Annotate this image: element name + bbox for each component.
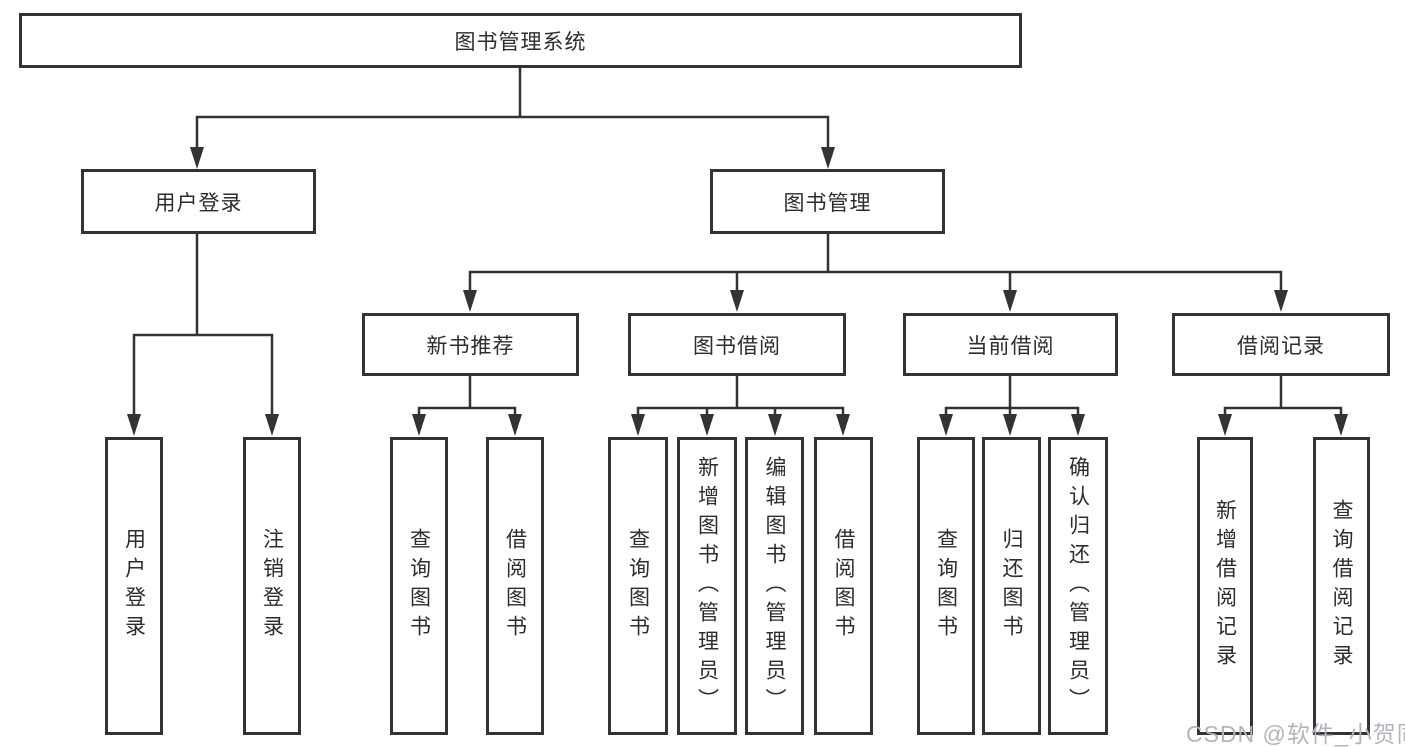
arrowhead — [939, 414, 953, 436]
leaf-current-query-books: 查询图书 — [917, 437, 975, 735]
leaf-records-add-record-label: 新增借阅记录 — [1213, 499, 1237, 673]
leaf-current-return-books-label: 归还图书 — [1000, 528, 1023, 644]
arrowhead — [821, 147, 835, 169]
arrowhead — [412, 414, 426, 436]
arrowhead — [1071, 414, 1085, 436]
leaf-borrow-borrow-books-label: 借阅图书 — [832, 528, 855, 644]
arrowhead — [768, 414, 782, 436]
watermark: CSDN @软件_小贺同学 — [1186, 721, 1405, 747]
arrowhead — [190, 147, 204, 169]
edge-root-bridge — [195, 115, 830, 150]
edge-current-bridge — [944, 406, 1080, 416]
node-user-login: 用户登录 — [81, 169, 316, 234]
node-root: 图书管理系统 — [19, 13, 1022, 68]
arrowhead — [836, 414, 850, 436]
leaf-logout-label: 注销登录 — [260, 528, 284, 644]
arrowhead — [265, 414, 279, 436]
node-new-book-recommend-label: 新书推荐 — [426, 334, 515, 358]
leaf-records-query-record: 查询借阅记录 — [1313, 437, 1370, 735]
arrowhead — [1003, 290, 1017, 312]
leaf-records-add-record: 新增借阅记录 — [1197, 437, 1253, 735]
leaf-current-query-books-label: 查询图书 — [934, 528, 958, 644]
leaf-logout: 注销登录 — [243, 437, 301, 735]
arrowhead — [1003, 414, 1017, 436]
arrowhead — [1334, 414, 1348, 436]
arrowhead — [1274, 290, 1288, 312]
arrowhead — [730, 290, 744, 312]
arrowhead — [631, 414, 645, 436]
arrowhead — [127, 414, 141, 436]
leaf-newrec-borrow-books-label: 借阅图书 — [503, 528, 527, 644]
edge-bookmgmt-bridge — [468, 270, 1283, 293]
node-current-borrow-label: 当前借阅 — [966, 334, 1055, 358]
edge-borrow-bridge — [636, 406, 845, 416]
leaf-borrow-add-books-admin-label: 新增图书（管理员） — [695, 455, 719, 717]
node-new-book-recommend: 新书推荐 — [362, 313, 579, 376]
leaf-user-login-label: 用户登录 — [122, 528, 146, 644]
leaf-borrow-edit-books-admin: 编辑图书（管理员） — [745, 437, 804, 735]
leaf-borrow-query-books: 查询图书 — [608, 437, 668, 735]
node-book-borrow-label: 图书借阅 — [693, 334, 781, 358]
arrowhead — [700, 414, 714, 436]
leaf-borrow-query-books-label: 查询图书 — [626, 528, 650, 644]
leaf-current-confirm-return-admin-label: 确认归还（管理员） — [1066, 455, 1090, 717]
node-current-borrow: 当前借阅 — [903, 313, 1118, 376]
leaf-current-confirm-return-admin: 确认归还（管理员） — [1048, 437, 1108, 735]
edge-newbook-bridge — [417, 406, 517, 416]
arrowhead — [508, 414, 522, 436]
edge-userlogin-bridge — [132, 333, 274, 416]
leaf-newrec-query-books-label: 查询图书 — [407, 528, 431, 644]
arrowhead — [463, 290, 477, 312]
arrowhead — [1218, 414, 1232, 436]
node-book-management-label: 图书管理 — [783, 191, 872, 215]
node-borrow-records: 借阅记录 — [1172, 313, 1390, 376]
leaf-borrow-add-books-admin: 新增图书（管理员） — [677, 437, 737, 735]
leaf-records-query-record-label: 查询借阅记录 — [1330, 499, 1353, 673]
leaf-borrow-borrow-books: 借阅图书 — [814, 437, 873, 735]
leaf-current-return-books: 归还图书 — [982, 437, 1041, 735]
node-root-label: 图书管理系统 — [454, 30, 587, 54]
node-book-borrow: 图书借阅 — [628, 313, 846, 376]
leaf-newrec-borrow-books: 借阅图书 — [486, 437, 544, 735]
node-user-login-label: 用户登录 — [154, 191, 243, 215]
node-borrow-records-label: 借阅记录 — [1237, 334, 1325, 358]
edge-records-bridge — [1223, 406, 1343, 416]
leaf-user-login: 用户登录 — [105, 437, 163, 735]
node-book-management: 图书管理 — [710, 169, 945, 234]
leaf-newrec-query-books: 查询图书 — [390, 437, 448, 735]
leaf-borrow-edit-books-admin-label: 编辑图书（管理员） — [763, 455, 786, 717]
